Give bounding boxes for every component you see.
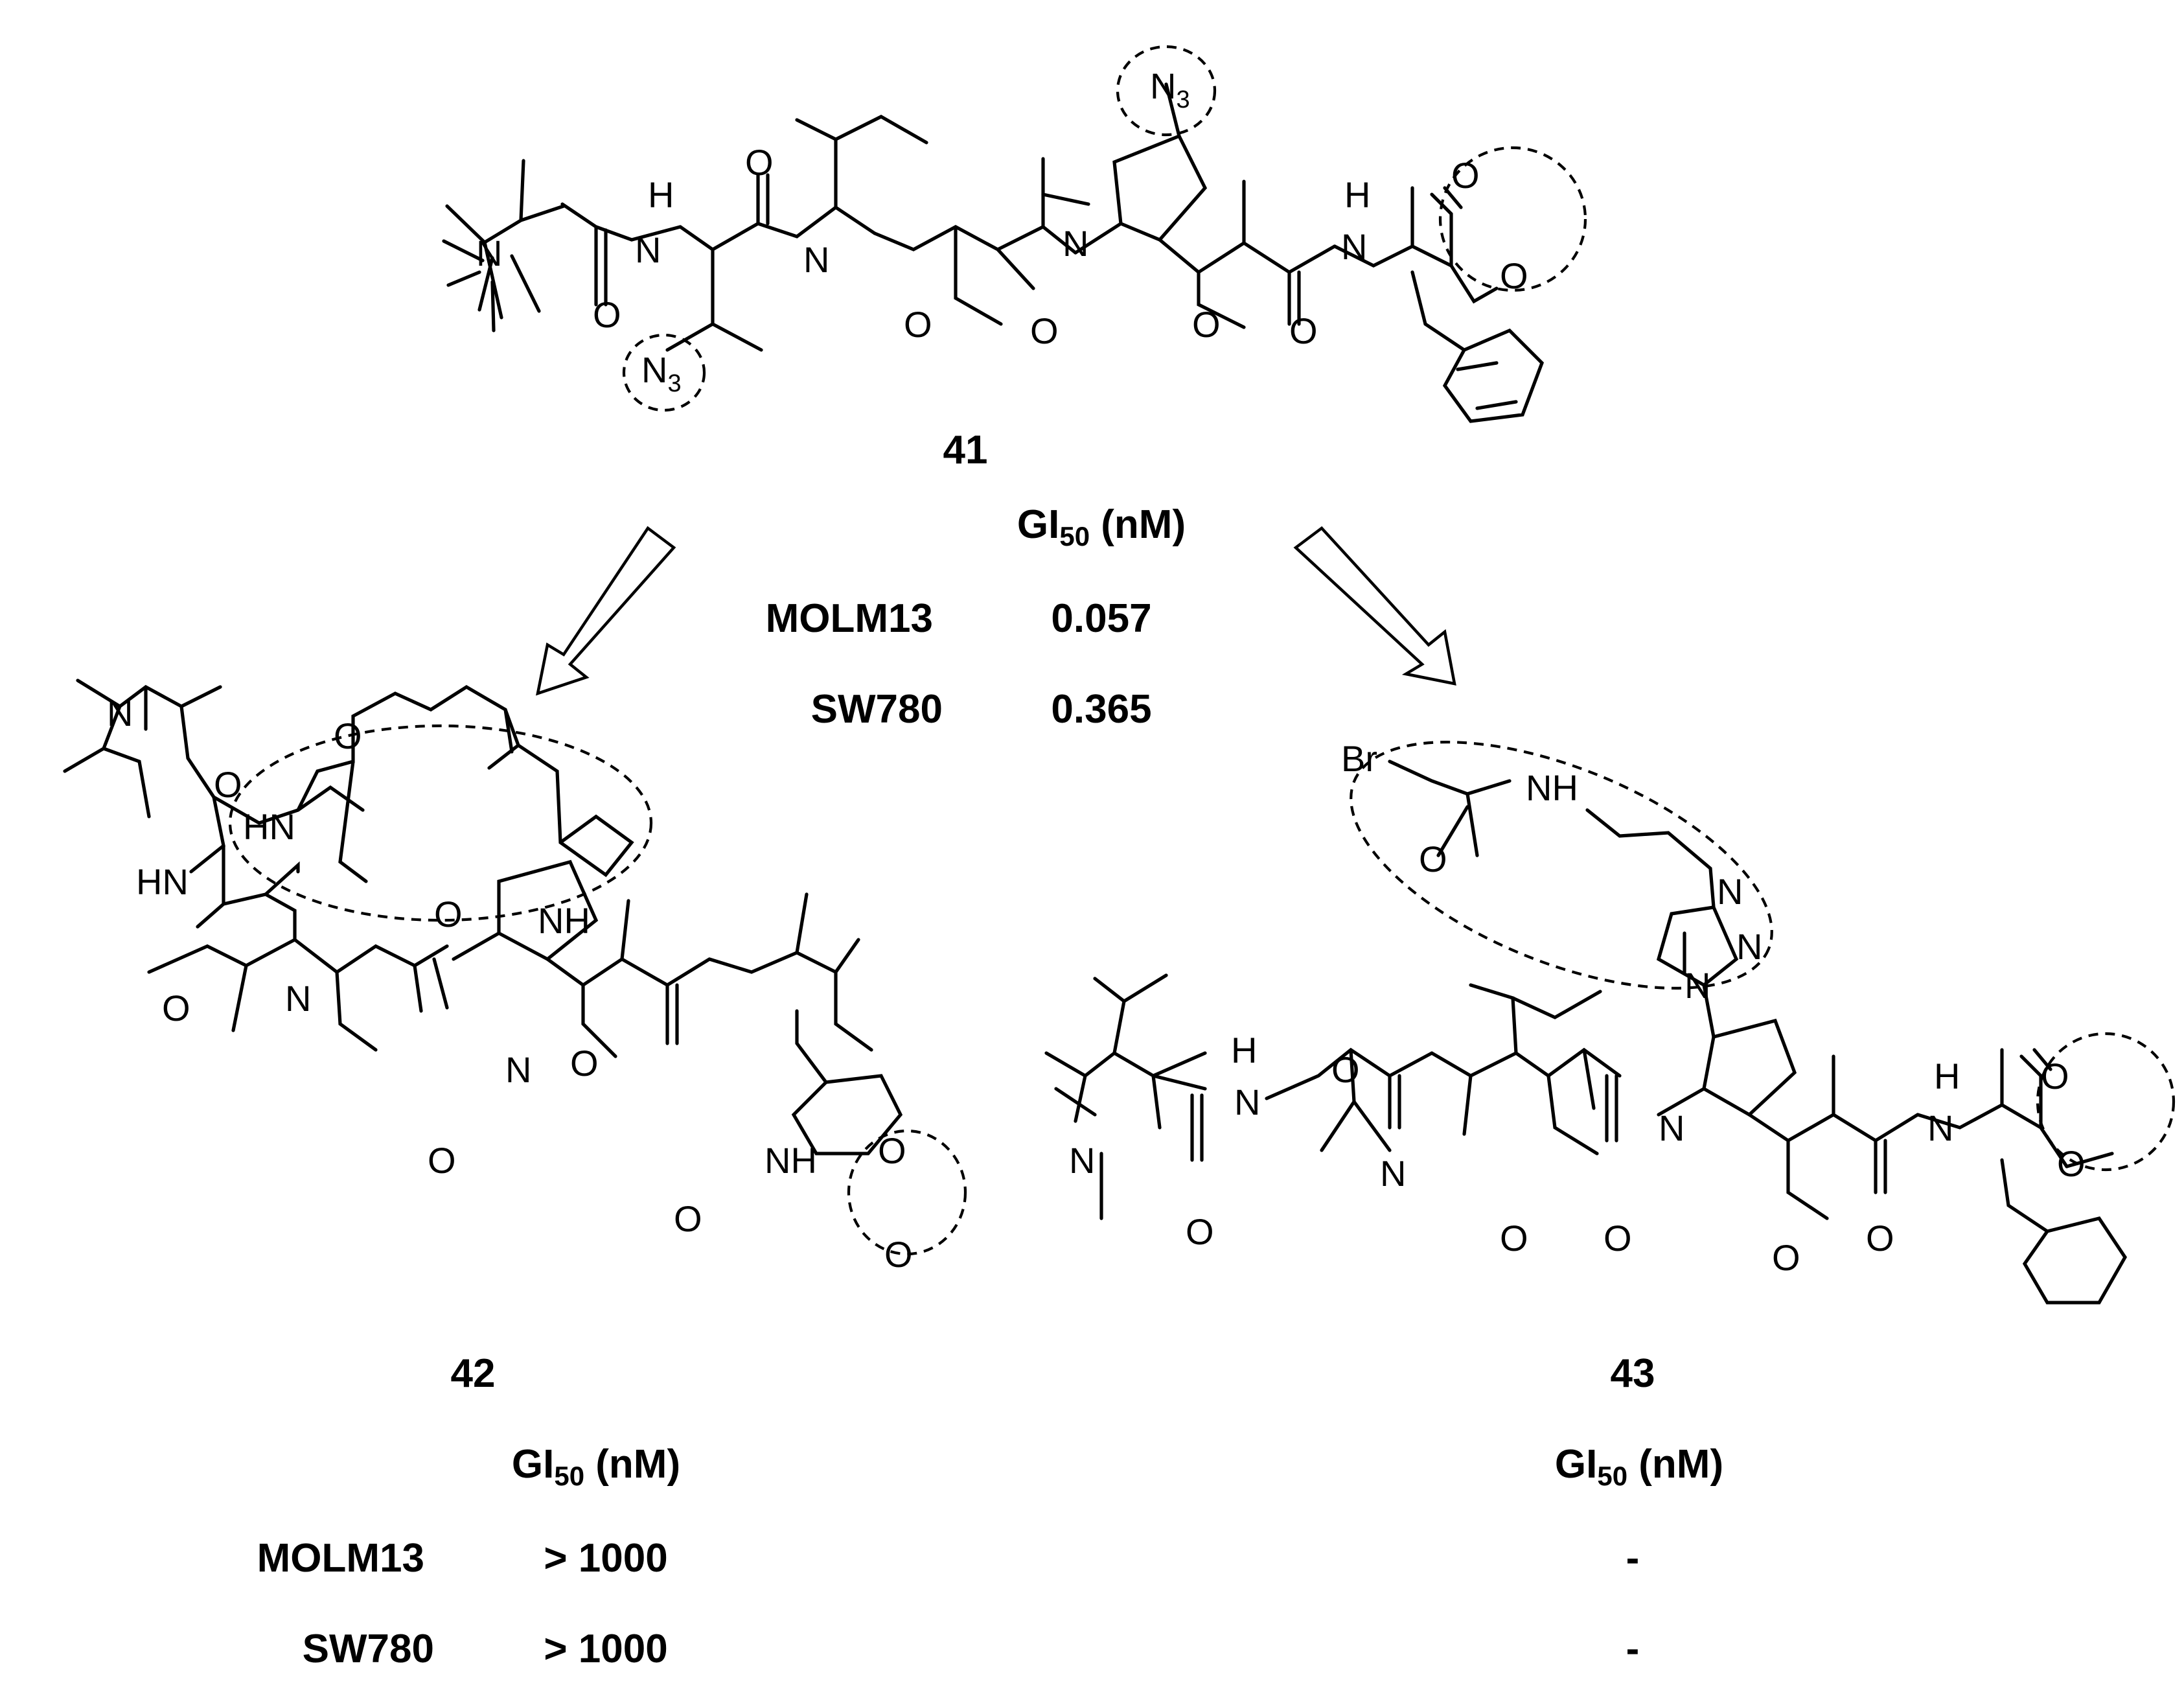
atom-o: O xyxy=(1772,1237,1800,1278)
atom-o: O xyxy=(1451,155,1480,196)
atom-o: O xyxy=(1192,304,1221,345)
atom-n: N xyxy=(1341,226,1367,267)
atom-o: O xyxy=(1604,1218,1632,1259)
compound-label-42: 42 xyxy=(451,1351,496,1396)
atom-n: N xyxy=(1736,926,1762,967)
atom-nh: NH xyxy=(1526,767,1578,808)
atom-n: N xyxy=(1659,1108,1684,1148)
azide-label: N3 xyxy=(1150,65,1190,113)
atom-o: O xyxy=(1500,255,1528,296)
atom-n: N xyxy=(1717,871,1743,912)
gi50-header-43: GI50 (nM) xyxy=(1555,1442,1723,1491)
atom-o: O xyxy=(1866,1218,1894,1259)
atom-hn: HN xyxy=(243,806,295,847)
atom-nh: NH xyxy=(538,900,590,941)
atom-br: Br xyxy=(1341,738,1377,779)
atom-o: O xyxy=(674,1198,702,1239)
atom-hn: HN xyxy=(136,861,189,902)
atom-n: N xyxy=(476,233,502,273)
atom-o: O xyxy=(1331,1049,1360,1090)
structure-41 xyxy=(442,45,1587,423)
atom-o: O xyxy=(1289,310,1318,351)
atom-o: O xyxy=(904,304,932,345)
atom-n: N xyxy=(1069,1140,1095,1181)
gi50-value: 0.057 xyxy=(1051,596,1151,641)
atom-nh: NH xyxy=(764,1140,817,1181)
atom-n: N xyxy=(803,239,829,280)
atom-o: O xyxy=(434,894,463,934)
atom-o: O xyxy=(593,294,621,335)
atom-h: H xyxy=(648,174,674,215)
gi50-header-42: GI50 (nM) xyxy=(512,1442,680,1491)
atom-n: N xyxy=(1380,1153,1406,1194)
gi50-value: > 1000 xyxy=(544,1536,667,1581)
arrow-to-43 xyxy=(1293,526,1456,686)
atom-o: O xyxy=(428,1140,456,1181)
cell-line-name: MOLM13 xyxy=(766,596,933,641)
compound-label-43: 43 xyxy=(1611,1351,1655,1396)
cell-line-name: SW780 xyxy=(303,1627,434,1671)
atom-o: O xyxy=(214,764,242,805)
atom-o: O xyxy=(570,1043,599,1084)
atom-o: O xyxy=(1419,839,1447,879)
atom-n: N xyxy=(635,229,661,270)
atom-o: O xyxy=(2041,1056,2069,1097)
atom-h: H xyxy=(1934,1056,1960,1097)
atom-o: O xyxy=(334,715,362,756)
atom-o: O xyxy=(1030,310,1059,351)
atom-o: O xyxy=(1186,1211,1214,1252)
atom-n: N xyxy=(1063,223,1088,264)
gi50-value: - xyxy=(1626,1627,1640,1671)
gi50-value: - xyxy=(1626,1536,1640,1581)
atom-n: N xyxy=(1234,1082,1260,1122)
compound-label-41: 41 xyxy=(943,428,988,472)
atom-n: N xyxy=(1927,1108,1953,1148)
structure-42 xyxy=(63,679,967,1256)
cell-line-name: MOLM13 xyxy=(257,1536,424,1581)
atom-o: O xyxy=(2057,1143,2086,1184)
atom-o: O xyxy=(1500,1218,1528,1259)
atom-o: O xyxy=(884,1234,913,1275)
azide-label: N3 xyxy=(641,349,682,397)
atom-n: N xyxy=(1684,965,1710,1006)
atom-o: O xyxy=(745,142,774,183)
gi50-header-41: GI50 (nM) xyxy=(1017,502,1186,551)
structure-43 xyxy=(1044,741,2176,1305)
atom-n: N xyxy=(107,693,133,734)
gi50-value: > 1000 xyxy=(544,1627,667,1671)
atom-h: H xyxy=(1344,174,1370,215)
arrow-to-42 xyxy=(536,526,676,696)
cell-line-name: SW780 xyxy=(811,687,943,732)
atom-n: N xyxy=(285,978,311,1019)
atom-o: O xyxy=(878,1130,906,1171)
gi50-value: 0.365 xyxy=(1051,687,1151,732)
atom-h: H xyxy=(1231,1030,1257,1071)
atom-o: O xyxy=(162,988,190,1028)
atom-n: N xyxy=(505,1049,531,1090)
